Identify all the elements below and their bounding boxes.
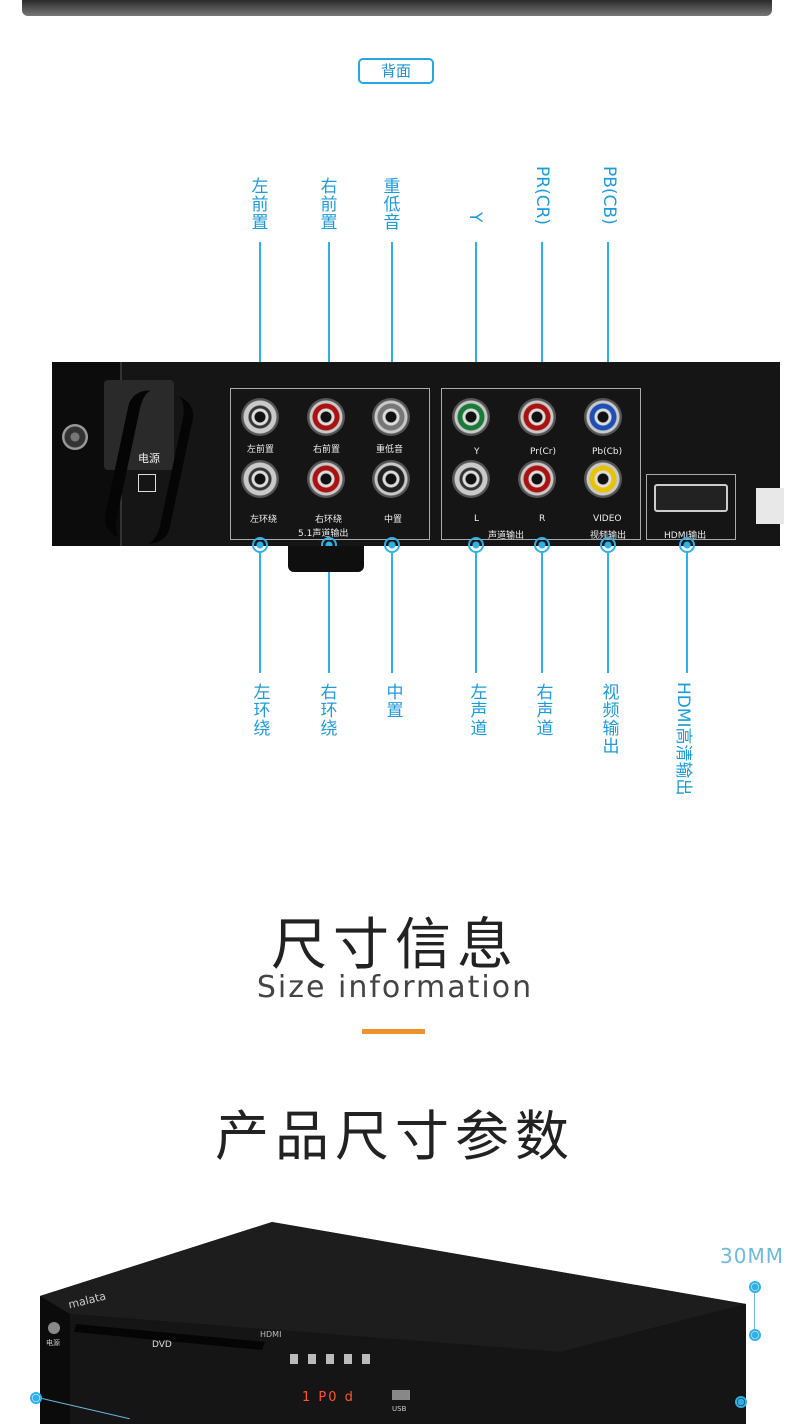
usb-port-icon (392, 1390, 410, 1400)
line-video-out (607, 553, 609, 673)
panel-label-y: Y (474, 447, 480, 457)
label-left-surround: 左 环 绕 (253, 683, 271, 739)
dim-target-top (749, 1281, 761, 1293)
panel-label-sub: 重低音 (376, 445, 404, 455)
label-right-front: 右 前 置 (320, 177, 338, 233)
label-y: Y (465, 212, 485, 223)
jack-pb (584, 398, 622, 436)
line-left-surround (259, 553, 261, 673)
panel-label-r: R (539, 514, 546, 524)
target-center (384, 537, 400, 553)
power-cable-icon (104, 380, 174, 470)
label-pr: PR(CR) (532, 166, 552, 226)
line-right-surround (328, 553, 330, 673)
panel-label-lf: 左前置 (247, 445, 275, 455)
panel-label-c: 中置 (384, 515, 403, 525)
line-right-front (328, 242, 330, 364)
hdmi-logo: HDMI (260, 1330, 282, 1339)
label-left-front: 左 前 置 (251, 177, 269, 233)
line-left-front (259, 242, 261, 364)
front-display: 1 P0 d (302, 1390, 355, 1405)
label-hdmi-out: HDMI高清输出 (673, 682, 693, 796)
label-center: 中 置 (386, 683, 404, 721)
jack-y (452, 398, 490, 436)
product-title: 产品尺寸参数 (215, 1105, 575, 1168)
panel-label-rf: 右前置 (313, 445, 341, 455)
panel-label-videoout: 视频输出 (590, 531, 627, 541)
section-subtitle: Size information (256, 970, 534, 1005)
panel-label-ls: 左环绕 (250, 515, 278, 525)
line-y (475, 242, 477, 364)
screw-icon (62, 424, 88, 450)
label-subwoofer: 重 低 音 (383, 177, 401, 233)
label-video-out: 视 频 输 出 (602, 683, 620, 757)
dimension-label: 30MM (720, 1244, 784, 1268)
target-hdmi (679, 537, 695, 553)
dim-target-right (735, 1396, 747, 1408)
target-right-channel (534, 537, 550, 553)
jack-video (584, 460, 622, 498)
line-left-channel (475, 553, 477, 673)
jack-center (372, 460, 410, 498)
dim-target-bottom (749, 1329, 761, 1341)
line-right-channel (541, 553, 543, 673)
dim-line (754, 1293, 755, 1329)
label-pb: PB(CB) (599, 166, 619, 225)
jack-left-surround (241, 460, 279, 498)
jack-left-audio (452, 460, 490, 498)
jack-left-front (241, 398, 279, 436)
power-switch-icon (138, 474, 156, 492)
dvd-player-image: malata DVD HDMI 电源 1 P0 d USB (40, 1222, 746, 1424)
line-pb (607, 242, 609, 364)
target-left-surround (252, 537, 268, 553)
dvd-logo: DVD (152, 1340, 172, 1350)
power-label: 电源 (138, 452, 160, 465)
label-right-channel: 右 声 道 (536, 683, 554, 739)
label-left-channel: 左 声 道 (470, 683, 488, 739)
jack-right-audio (518, 460, 556, 498)
label-right-surround: 右 环 绕 (320, 683, 338, 739)
line-center (391, 553, 393, 673)
jack-subwoofer (372, 398, 410, 436)
line-pr (541, 242, 543, 364)
front-power-label: 电源 (46, 1339, 60, 1347)
front-buttons (290, 1354, 370, 1364)
usb-label: USB (392, 1405, 407, 1413)
warning-icon (756, 488, 784, 524)
top-device-strip (22, 0, 772, 16)
back-badge: 背面 (358, 58, 434, 84)
device-foot (288, 546, 364, 572)
orange-divider (362, 1029, 425, 1034)
panel-label-51: 5.1声道输出 (298, 529, 349, 539)
panel-label-video: VIDEO (593, 514, 622, 524)
jack-pr (518, 398, 556, 436)
panel-label-rs: 右环绕 (315, 515, 343, 525)
dim-target-left (30, 1392, 42, 1404)
target-video-out (600, 537, 616, 553)
hdmi-port-icon (654, 484, 728, 512)
panel-label-l: L (474, 514, 480, 524)
jack-right-front (307, 398, 345, 436)
section-title: 尺寸信息 (271, 913, 519, 978)
panel-label-stereo: 声道输出 (488, 531, 525, 541)
line-subwoofer (391, 242, 393, 364)
jack-right-surround (307, 460, 345, 498)
power-button-icon (48, 1322, 60, 1334)
panel-label-pr: Pr(Cr) (530, 447, 556, 457)
panel-label-pb: Pb(Cb) (592, 447, 623, 457)
panel-label-hdmi: HDMI输出 (664, 531, 707, 541)
line-hdmi (686, 553, 688, 673)
target-left-channel (468, 537, 484, 553)
